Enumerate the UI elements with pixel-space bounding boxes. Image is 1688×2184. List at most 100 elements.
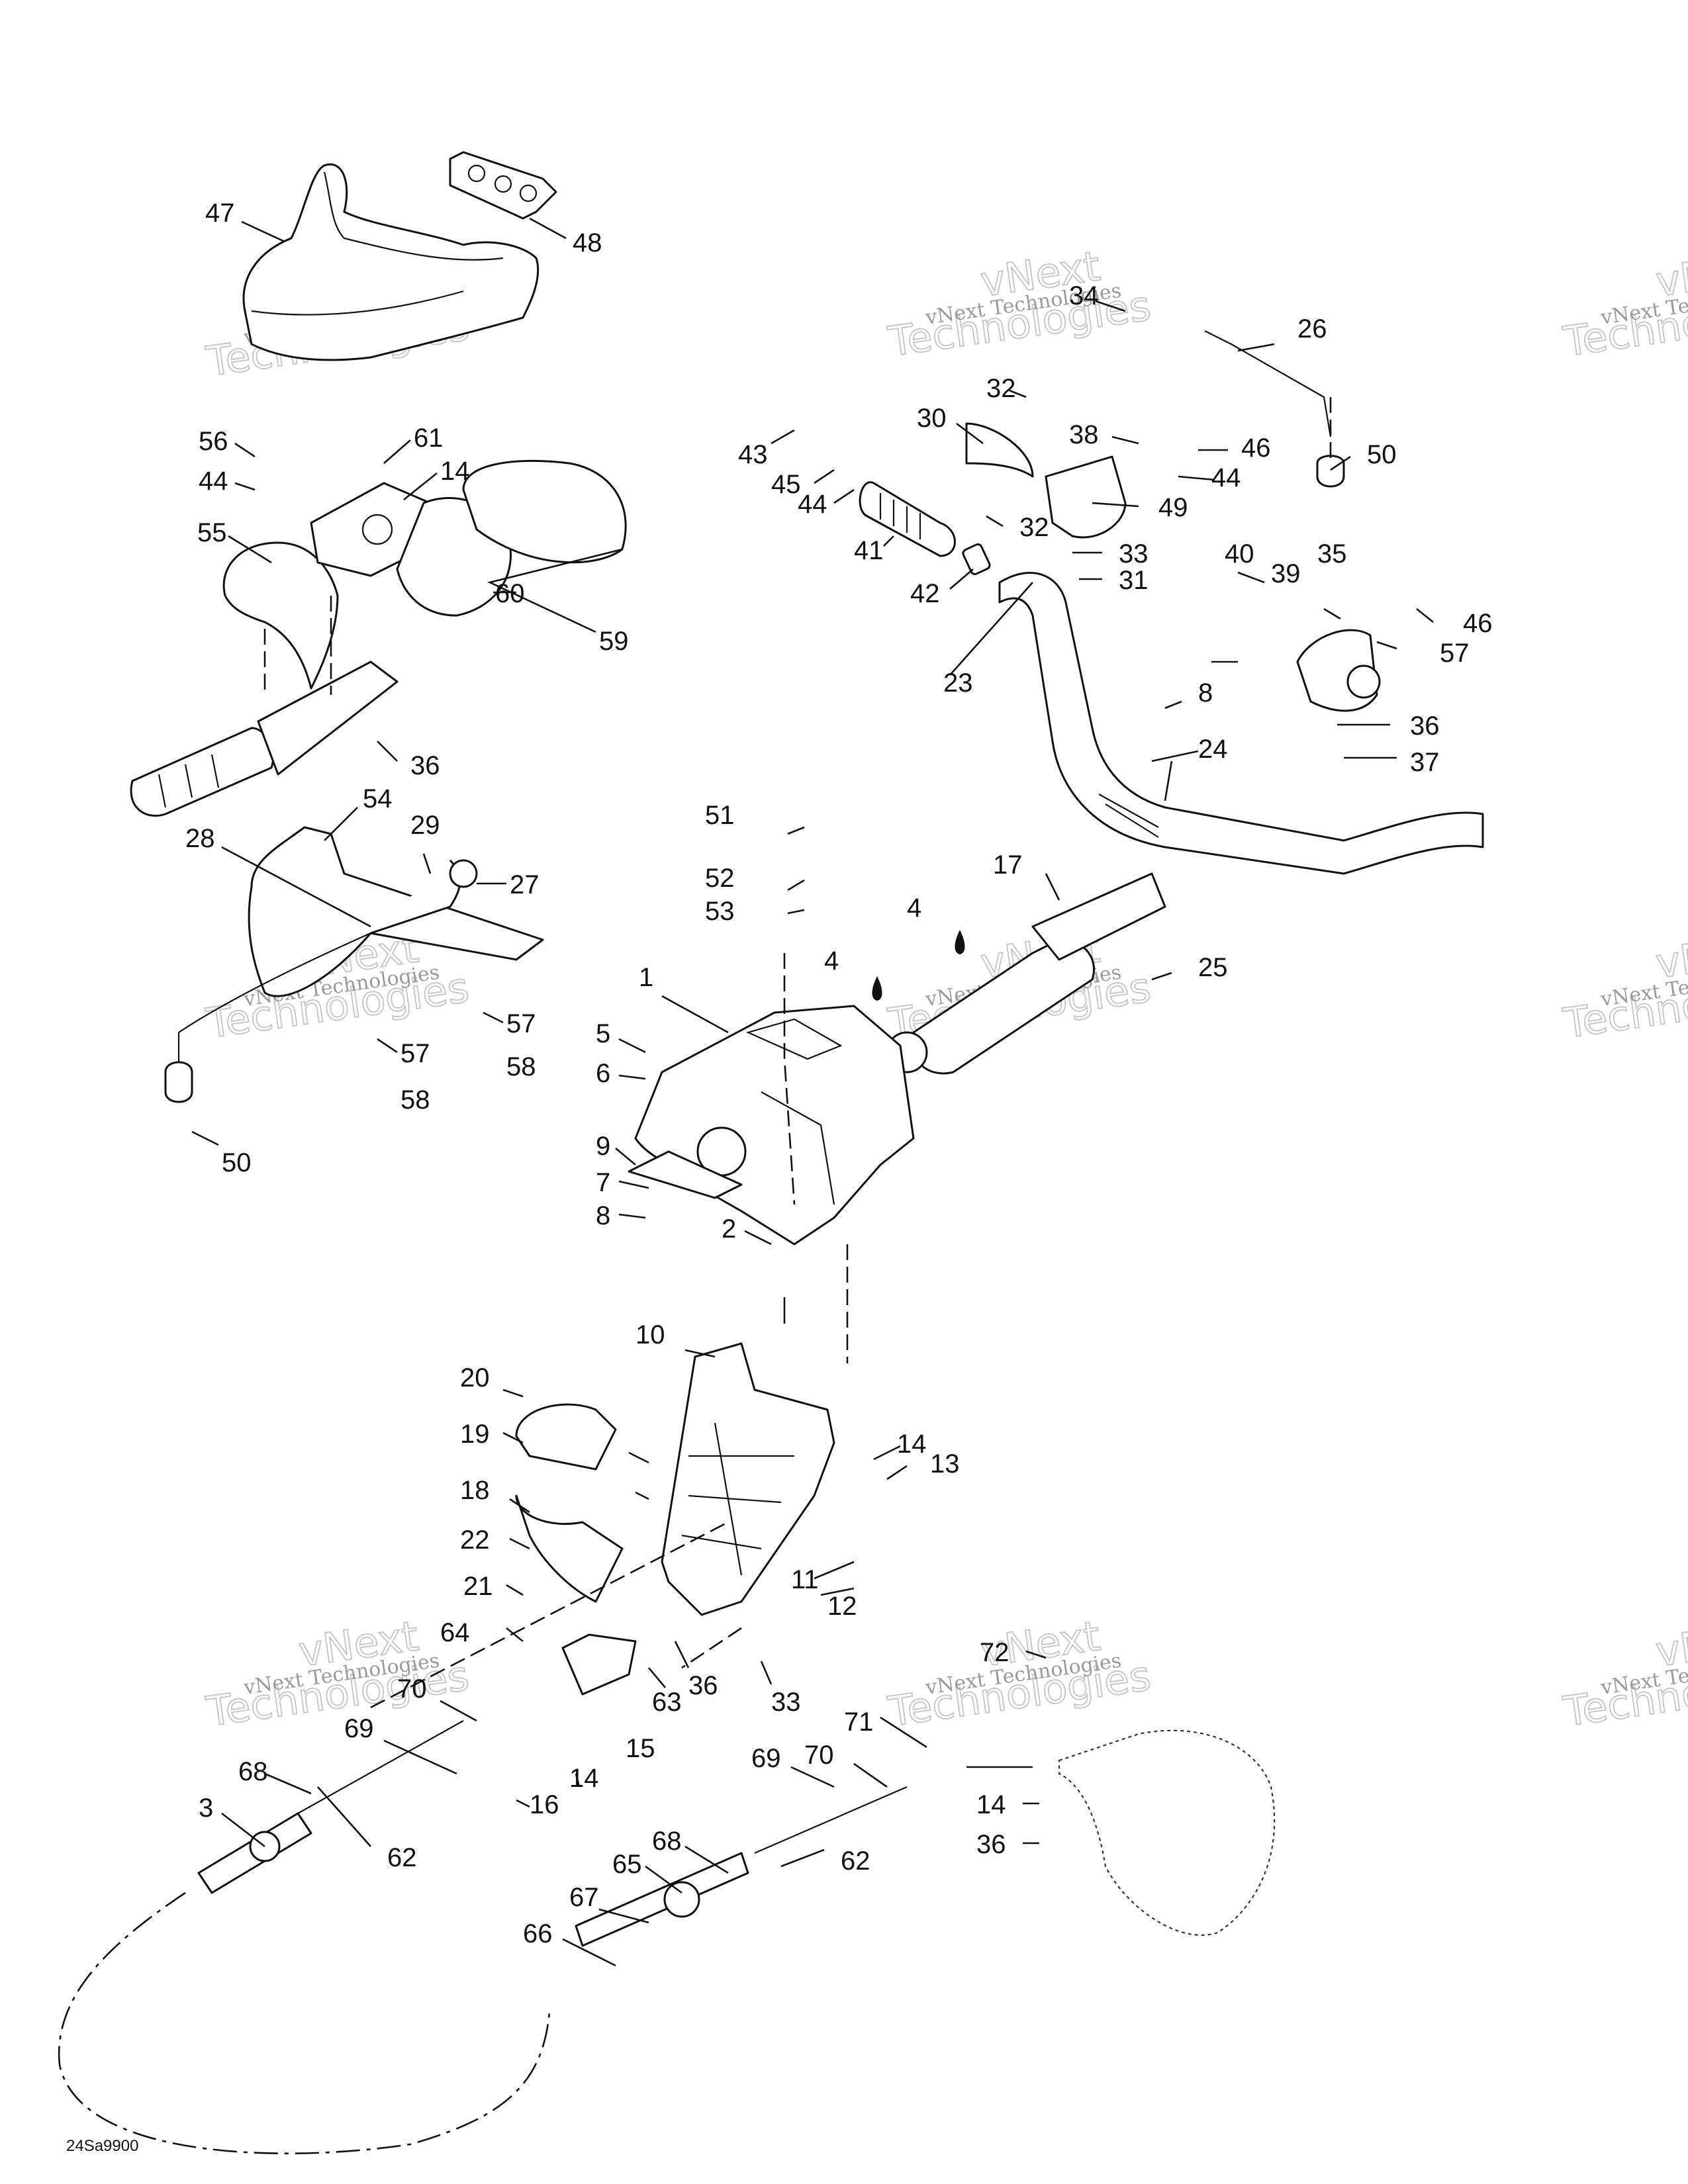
callout-38: 38 bbox=[1069, 420, 1099, 449]
part-callouts: 47 48 56 44 55 61 14 60 59 36 54 28 29 2… bbox=[66, 199, 1493, 2155]
shift-lever bbox=[561, 1633, 637, 1696]
callout-13: 13 bbox=[930, 1449, 960, 1479]
callout-68: 68 bbox=[238, 1757, 268, 1786]
callout-40: 40 bbox=[1225, 539, 1254, 569]
callout-12: 12 bbox=[827, 1592, 857, 1621]
lubricant-drop-icon bbox=[872, 976, 882, 1001]
callout-58: 58 bbox=[506, 1052, 536, 1081]
callout-14: 14 bbox=[976, 1790, 1006, 1819]
callout-43: 43 bbox=[738, 440, 768, 469]
callout-37: 37 bbox=[1410, 748, 1440, 777]
diagram-reference-code: 24Sa9900 bbox=[66, 2137, 138, 2155]
reverse-gate-outline bbox=[1058, 1729, 1276, 1936]
watermark: vNext Technologies vNext Technologies bbox=[884, 1611, 1154, 1737]
callout-33: 33 bbox=[1119, 539, 1149, 569]
watermark: vNext Technologies vNext Technologies bbox=[1560, 241, 1688, 367]
callout-36: 36 bbox=[1410, 711, 1440, 741]
callout-52: 52 bbox=[705, 864, 735, 893]
callout-25: 25 bbox=[1198, 953, 1228, 982]
callout-55: 55 bbox=[197, 518, 227, 547]
callout-14: 14 bbox=[569, 1764, 599, 1793]
watermark: vNext Technologies vNext Technologies bbox=[203, 1611, 473, 1737]
callout-54: 54 bbox=[363, 784, 393, 813]
callout-66: 66 bbox=[523, 1919, 553, 1948]
callout-32: 32 bbox=[986, 374, 1016, 403]
callout-23: 23 bbox=[943, 668, 973, 698]
callout-57: 57 bbox=[506, 1009, 536, 1038]
callout-49: 49 bbox=[1158, 493, 1188, 522]
callout-17: 17 bbox=[993, 850, 1023, 880]
callout-36: 36 bbox=[976, 1830, 1006, 1859]
callout-24: 24 bbox=[1198, 735, 1228, 764]
callout-4: 4 bbox=[824, 946, 839, 976]
callout-63: 63 bbox=[652, 1688, 682, 1717]
callout-36: 36 bbox=[688, 1671, 718, 1700]
callout-33: 33 bbox=[771, 1688, 801, 1717]
callout-3: 3 bbox=[199, 1794, 213, 1823]
callout-69: 69 bbox=[751, 1744, 781, 1773]
callout-45: 45 bbox=[771, 470, 801, 499]
callout-7: 7 bbox=[596, 1168, 610, 1197]
callout-50: 50 bbox=[222, 1148, 252, 1177]
callout-60: 60 bbox=[495, 579, 525, 608]
callout-32: 32 bbox=[1019, 513, 1049, 542]
callout-68: 68 bbox=[652, 1827, 682, 1856]
callout-44: 44 bbox=[199, 467, 228, 496]
leader-lines bbox=[191, 217, 1434, 1967]
handlebar-grip bbox=[859, 481, 991, 575]
callout-56: 56 bbox=[199, 427, 228, 456]
callout-10: 10 bbox=[635, 1320, 665, 1349]
handlebar-end-housing bbox=[965, 422, 1127, 539]
callout-59: 59 bbox=[599, 627, 629, 656]
callout-62: 62 bbox=[841, 1846, 870, 1876]
column-clamp bbox=[515, 1403, 624, 1603]
watermarks: vNext Technologies vNext Technologies vN… bbox=[203, 241, 1688, 1737]
callout-67: 67 bbox=[569, 1883, 599, 1912]
steering-bracket bbox=[661, 1342, 835, 1616]
callout-41: 41 bbox=[854, 536, 884, 565]
callout-19: 19 bbox=[460, 1420, 490, 1449]
part-drawings bbox=[58, 151, 1484, 2155]
callout-20: 20 bbox=[460, 1363, 490, 1392]
callout-2: 2 bbox=[722, 1214, 736, 1244]
callout-57: 57 bbox=[1440, 639, 1470, 668]
callout-18: 18 bbox=[460, 1476, 490, 1505]
callout-36: 36 bbox=[410, 751, 440, 780]
callout-42: 42 bbox=[910, 579, 940, 608]
callout-61: 61 bbox=[414, 424, 444, 453]
assembly-line bbox=[783, 953, 796, 1205]
callout-16: 16 bbox=[530, 1790, 559, 1819]
callout-53: 53 bbox=[705, 897, 735, 926]
callout-72: 72 bbox=[980, 1638, 1009, 1667]
callout-6: 6 bbox=[596, 1059, 610, 1088]
callout-44: 44 bbox=[798, 490, 827, 519]
callout-65: 65 bbox=[612, 1850, 642, 1879]
handlebar-cover-top bbox=[242, 163, 539, 361]
callout-46: 46 bbox=[1463, 609, 1493, 638]
callout-15: 15 bbox=[626, 1734, 655, 1763]
callout-58: 58 bbox=[400, 1085, 430, 1115]
watermark: vNext Technologies vNext Technologies bbox=[1560, 923, 1688, 1048]
callout-64: 64 bbox=[440, 1618, 470, 1647]
callout-44: 44 bbox=[1211, 463, 1241, 492]
handlebar-bottom-cover bbox=[222, 459, 627, 690]
callout-8: 8 bbox=[596, 1201, 610, 1230]
watermark: vNext Technologies vNext Technologies bbox=[1560, 1611, 1688, 1737]
slide-plate bbox=[628, 1150, 743, 1199]
callout-31: 31 bbox=[1119, 566, 1149, 595]
callout-11: 11 bbox=[791, 1565, 819, 1594]
callout-27: 27 bbox=[510, 870, 539, 899]
callout-46: 46 bbox=[1241, 433, 1271, 463]
callout-26: 26 bbox=[1297, 314, 1327, 343]
callout-8: 8 bbox=[1198, 678, 1213, 707]
callout-47: 47 bbox=[205, 199, 235, 228]
watermark: vNext Technologies vNext Technologies bbox=[884, 241, 1154, 367]
callout-14: 14 bbox=[897, 1430, 927, 1459]
lubricant-drop-icon bbox=[955, 930, 965, 954]
callout-5: 5 bbox=[596, 1019, 610, 1048]
callout-35: 35 bbox=[1317, 539, 1347, 569]
callout-1: 1 bbox=[639, 963, 653, 992]
callout-71: 71 bbox=[844, 1707, 874, 1737]
steering-support-body bbox=[634, 1005, 915, 1246]
